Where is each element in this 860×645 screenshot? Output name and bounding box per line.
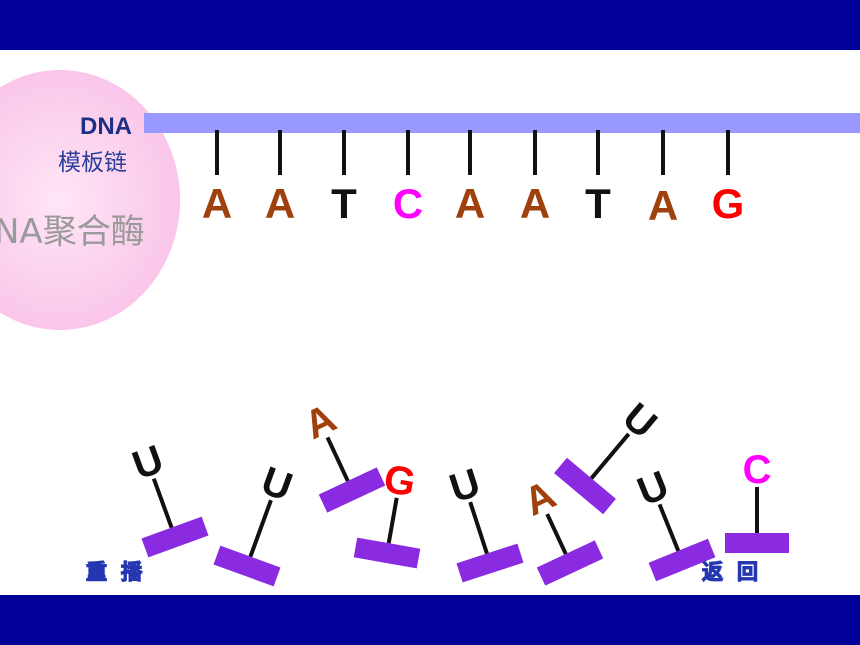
back-char-1: 返 xyxy=(701,559,725,584)
template-base: A xyxy=(455,180,485,227)
nucleotide-base: U xyxy=(256,459,298,510)
free-nucleotide: U xyxy=(213,459,298,587)
nucleotide-stick xyxy=(545,513,568,555)
bottom-banner xyxy=(0,595,860,645)
free-nucleotide: G xyxy=(353,457,421,569)
nucleotide-stick xyxy=(468,501,489,555)
template-strand-label: 模板链 xyxy=(58,150,127,176)
nucleotide-base: U xyxy=(127,437,169,488)
replay-button[interactable]: 重 播 xyxy=(85,556,144,586)
nucleotide-stick xyxy=(386,497,399,544)
polymerase-label: NA聚合酶 xyxy=(0,212,145,252)
free-nucleotide: U xyxy=(127,437,209,558)
template-base: T xyxy=(585,180,611,227)
template-base: A xyxy=(265,180,295,227)
nucleotide-base: C xyxy=(743,448,772,492)
nucleotide-body xyxy=(648,538,716,582)
free-nucleotide: C xyxy=(725,448,789,553)
top-banner xyxy=(0,0,860,50)
dna-template-strand xyxy=(144,113,860,133)
nucleotide-body xyxy=(554,457,616,515)
nucleotide-body xyxy=(353,537,421,569)
nucleotide-body xyxy=(456,543,524,583)
nucleotide-body xyxy=(536,540,604,586)
free-nucleotide: U xyxy=(632,463,716,582)
nucleotide-base: G xyxy=(381,457,419,506)
free-nucleotide: A xyxy=(298,396,386,513)
template-base: G xyxy=(712,180,745,227)
template-base: C xyxy=(393,180,423,227)
replay-char-2: 播 xyxy=(120,559,144,584)
free-nucleotide: A xyxy=(518,473,604,586)
template-base: T xyxy=(331,180,357,227)
nucleotide-stick xyxy=(248,499,273,558)
nucleotide-body xyxy=(725,533,789,553)
template-base: A xyxy=(520,180,550,227)
nucleotide-base: A xyxy=(518,473,563,525)
back-button[interactable]: 返 回 xyxy=(701,556,760,586)
nucleotide-stick xyxy=(657,503,681,552)
replay-char-1: 重 xyxy=(85,559,109,584)
free-nucleotide: U xyxy=(444,461,524,583)
nucleotide-stick xyxy=(151,478,174,529)
template-base: A xyxy=(202,180,232,227)
nucleotide-base: A xyxy=(298,396,343,448)
nucleotide-stick xyxy=(589,432,631,480)
nucleotide-body xyxy=(318,467,386,513)
dna-label: DNA xyxy=(80,113,132,140)
nucleotide-stick xyxy=(325,436,350,482)
rna-polymerase xyxy=(0,70,180,330)
nucleotide-base: U xyxy=(632,463,675,515)
nucleotide-base: U xyxy=(444,461,485,512)
nucleotide-body xyxy=(213,545,281,587)
nucleotide-body xyxy=(141,516,209,558)
back-char-2: 回 xyxy=(736,559,760,584)
template-base: A xyxy=(648,182,678,229)
